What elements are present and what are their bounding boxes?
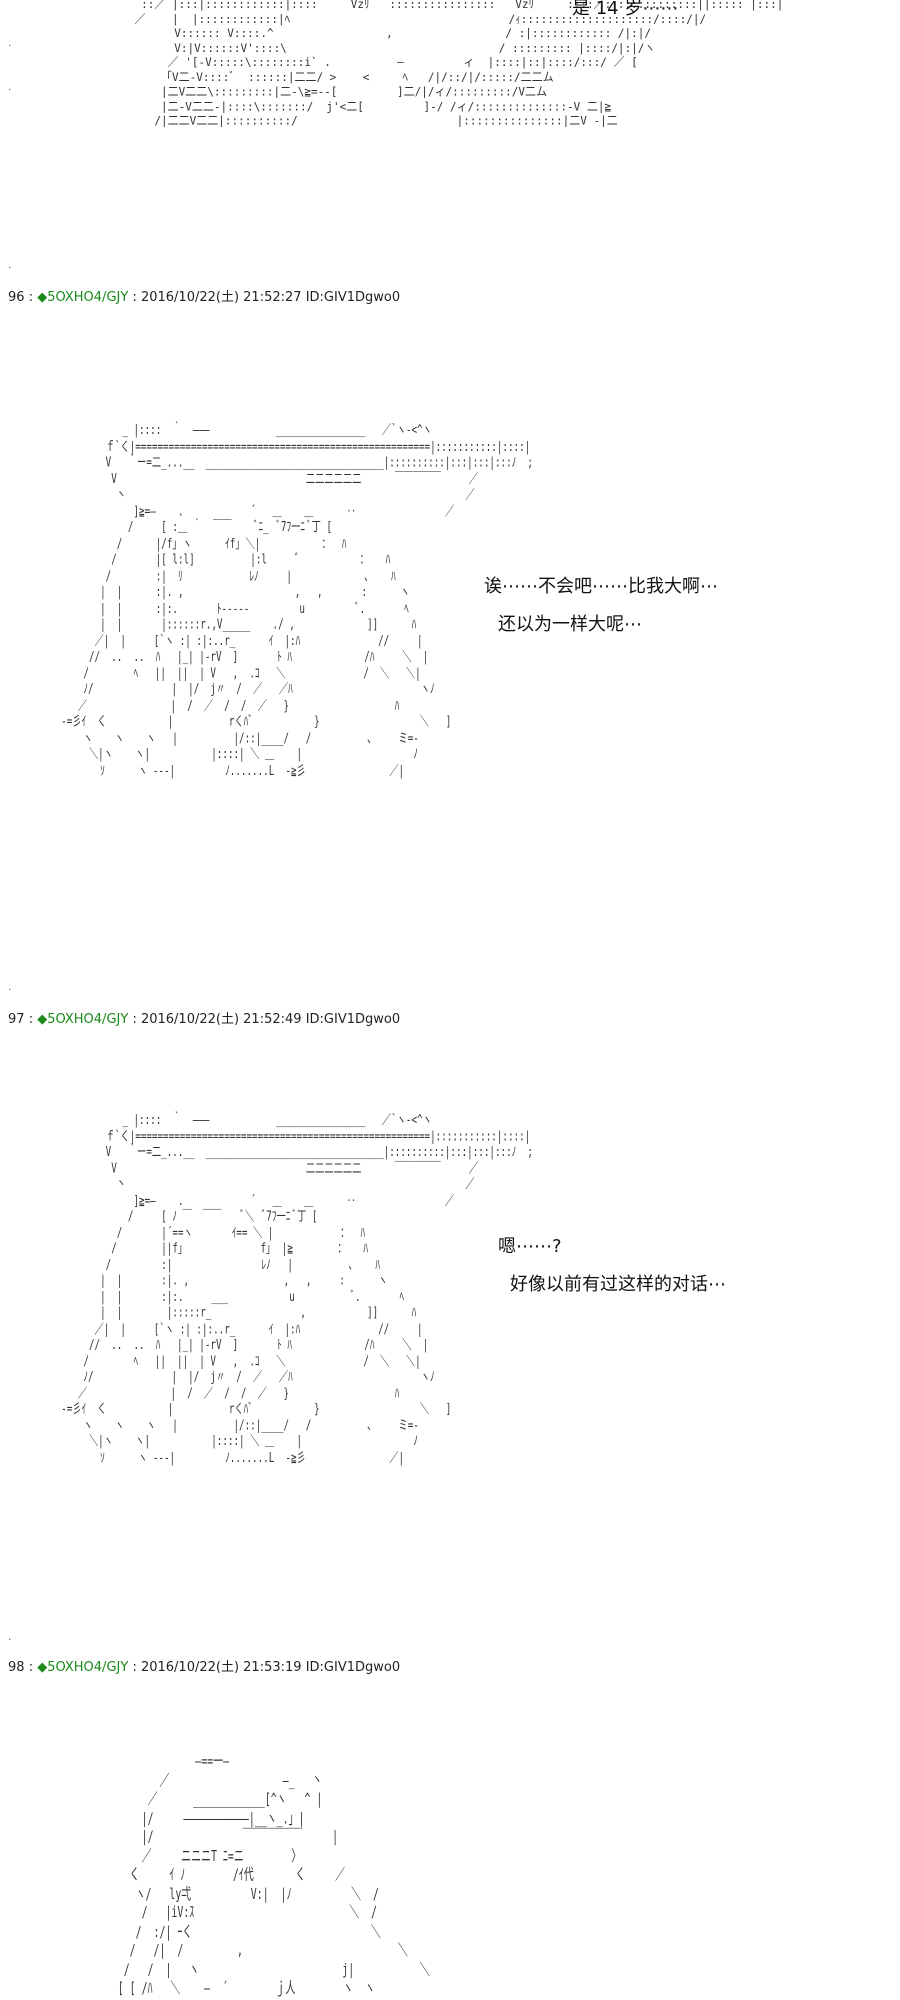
- post-datetime: 2016/10/22(土) 21:53:19: [140, 1660, 302, 1675]
- separator-dot: .: [8, 258, 12, 271]
- trip-diamond-icon: ◆: [37, 1012, 48, 1027]
- dialog-line: 诶⋯⋯不会吧⋯⋯比我大啊⋯: [484, 576, 718, 597]
- post-datetime: 2016/10/22(土) 21:52:49: [140, 1012, 302, 1027]
- separator: :: [132, 1660, 141, 1675]
- post-header: 98 : ◆5OXHO4/GJY : 2016/10/22(土) 21:53:1…: [8, 1656, 400, 1675]
- separator: :: [132, 290, 141, 305]
- ascii-art-98: ―==一― ／ ―_ 丶 ／ ____________[^ヽ ^ | |/ ――…: [117, 1752, 430, 1997]
- poster-trip: 5OXHO4/GJY: [47, 290, 129, 305]
- dialog-line: 好像以前有过这样的对话⋯: [510, 1274, 726, 1295]
- ascii-art-97: _ |:::: ｀ ――― ________________ ／`ヽ-<^ヽ ｆ…: [61, 1112, 533, 1465]
- poster-id[interactable]: ID:GIV1Dgwo0: [305, 1660, 401, 1675]
- poster-id[interactable]: ID:GIV1Dgwo0: [305, 1012, 401, 1027]
- post-header: 96 : ◆5OXHO4/GJY : 2016/10/22(土) 21:52:2…: [8, 286, 400, 305]
- dialog-line: 是 14 岁⋯⋯: [572, 0, 679, 19]
- post-number[interactable]: 96: [8, 290, 25, 305]
- post-datetime: 2016/10/22(土) 21:52:27: [140, 290, 302, 305]
- separator-dot: .: [8, 980, 12, 993]
- separator-dot: .: [8, 80, 12, 93]
- post-header: 97 : ◆5OXHO4/GJY : 2016/10/22(土) 21:52:4…: [8, 1008, 400, 1027]
- separator: :: [132, 1012, 141, 1027]
- trip-diamond-icon: ◆: [37, 1660, 48, 1675]
- dialog-line: 嗯⋯⋯?: [498, 1236, 562, 1257]
- separator-dot: .: [8, 36, 12, 49]
- ascii-art-top: ::／ |:::|::::::::::::|:::: Vzﾘ :::::::::…: [134, 0, 784, 128]
- separator: :: [28, 1660, 38, 1675]
- separator: :: [28, 290, 38, 305]
- poster-id[interactable]: ID:GIV1Dgwo0: [305, 290, 401, 305]
- separator-dot: .: [8, 1630, 12, 1643]
- post-number[interactable]: 98: [8, 1660, 25, 1675]
- separator: :: [28, 1012, 38, 1027]
- dialog-line: 还以为一样大呢⋯: [498, 614, 642, 635]
- poster-trip: 5OXHO4/GJY: [47, 1012, 129, 1027]
- poster-trip: 5OXHO4/GJY: [47, 1660, 129, 1675]
- trip-diamond-icon: ◆: [37, 290, 48, 305]
- ascii-art-96: _ |:::: ｀ ――― ________________ ／`ヽ-<^ヽ ｆ…: [61, 422, 533, 778]
- post-number[interactable]: 97: [8, 1012, 25, 1027]
